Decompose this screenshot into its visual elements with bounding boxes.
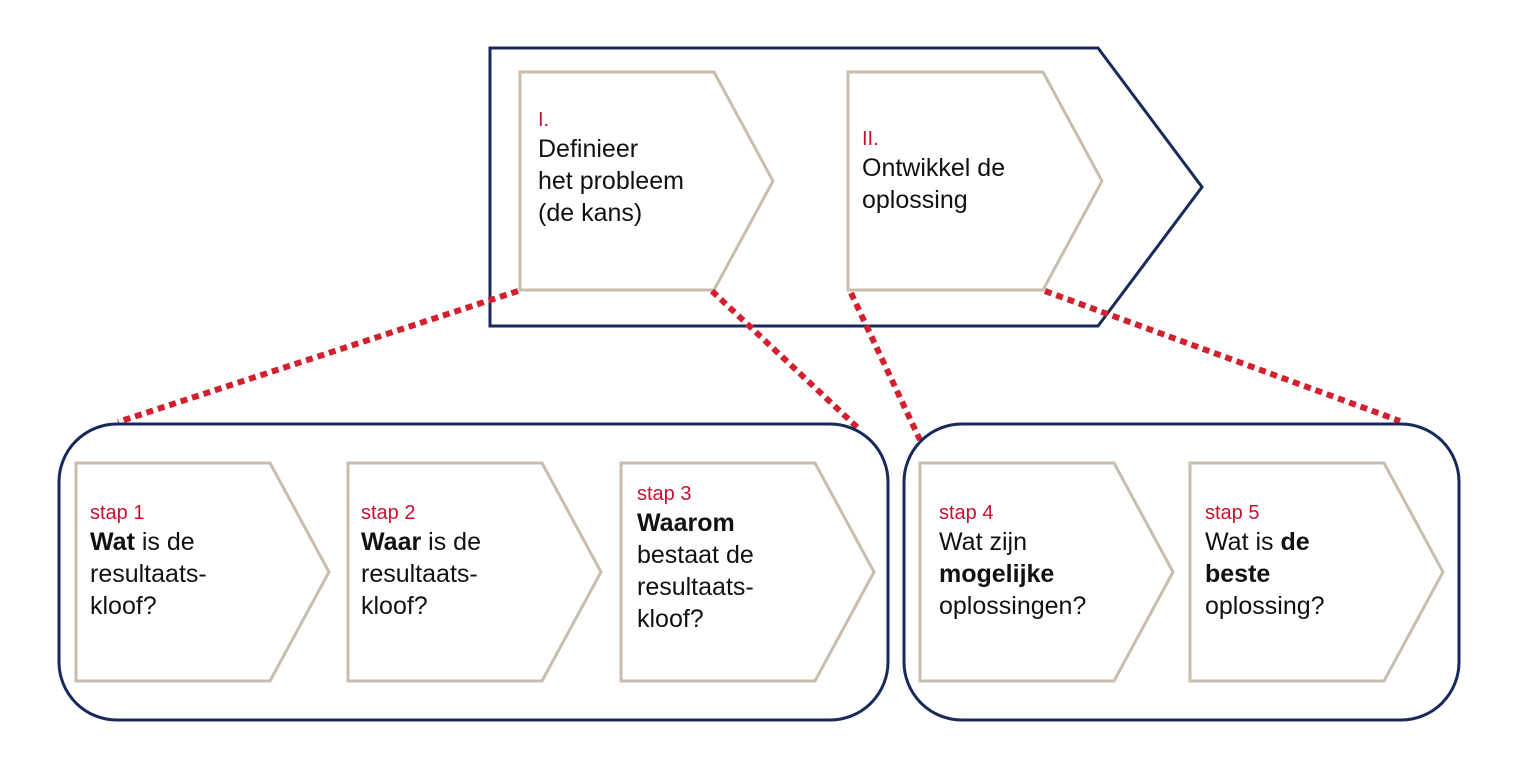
phase-container-arrow (488, 46, 1204, 328)
step-3-line-3: resultaats- (637, 573, 754, 601)
step-1-line-2: resultaats- (90, 560, 207, 588)
step-1-chevron (74, 461, 331, 683)
step-2-keyword: Waar (361, 528, 422, 556)
step-1-label: stap 1 (90, 502, 145, 524)
step-1-text: stap 1 Wat is de resultaats- kloof? (90, 500, 207, 622)
step-3-keyword: Waarom (637, 509, 735, 537)
step-4-line-1: Wat zijn (939, 528, 1027, 556)
step-5-text: stap 5 Wat is de beste oplossing? (1205, 500, 1325, 622)
step-4-keyword: mogelijke (939, 560, 1055, 588)
step-group-2-container (902, 422, 1461, 722)
step-5-line-3: oplossing? (1205, 592, 1325, 620)
step-3-text: stap 3 Waarom bestaat de resultaats- klo… (637, 481, 754, 635)
step-4-line-3: oplossingen? (939, 592, 1087, 620)
step-2-label: stap 2 (361, 502, 416, 524)
phase-2-text: II. Ontwikkel de oplossing (862, 126, 1005, 216)
step-4-text: stap 4 Wat zijn mogelijke oplossingen? (939, 500, 1086, 622)
phase-1-line-2: het probleem (538, 167, 684, 195)
step-1-line-1-rest: is de (134, 528, 195, 556)
phase-1-text: I. Definieer het probleem (de kans) (538, 107, 684, 229)
step-2-chevron (346, 461, 603, 683)
step-2-line-3: kloof? (361, 592, 428, 620)
phase-1-line-1: Definieer (538, 135, 639, 163)
step-5-keyword-2: beste (1205, 560, 1271, 588)
phase-1-chevron (518, 70, 775, 292)
step-5-keyword-1: de (1280, 528, 1310, 556)
phase-1-number: I. (538, 109, 550, 131)
step-5-line-1-pre: Wat is (1205, 528, 1281, 556)
step-4-chevron (918, 461, 1175, 683)
step-5-chevron (1188, 461, 1445, 683)
connector-phase1-left (117, 288, 519, 425)
step-3-chevron (619, 461, 876, 683)
step-3-line-4: kloof? (637, 605, 704, 633)
connector-phase1-right (709, 288, 861, 431)
phase-2-number: II. (862, 128, 879, 150)
step-2-line-2: resultaats- (361, 560, 478, 588)
step-group-1-container (57, 422, 890, 722)
phase-1-line-3: (de kans) (538, 199, 643, 227)
step-5-label: stap 5 (1205, 502, 1260, 524)
step-3-label: stap 3 (637, 483, 692, 505)
connector-phase2-right (1043, 288, 1402, 424)
phase-2-line-2: oplossing (862, 186, 968, 214)
step-2-text: stap 2 Waar is de resultaats- kloof? (361, 500, 481, 622)
step-4-label: stap 4 (939, 502, 994, 524)
step-1-line-3: kloof? (90, 592, 157, 620)
step-1-keyword: Wat (90, 528, 135, 556)
phase-2-chevron (846, 70, 1104, 292)
connector-phase2-left (848, 291, 923, 442)
phase-2-line-1: Ontwikkel de (862, 154, 1006, 182)
step-3-line-2: bestaat de (637, 541, 754, 569)
step-2-line-1-rest: is de (421, 528, 481, 556)
